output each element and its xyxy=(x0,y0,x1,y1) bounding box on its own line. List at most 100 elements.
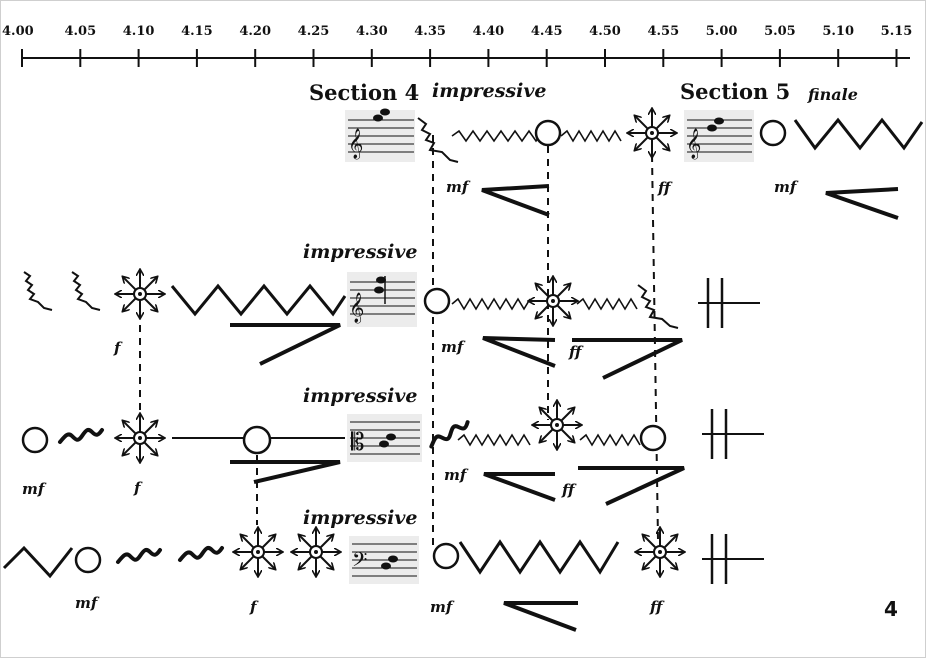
timeline-tick-label: 4.25 xyxy=(298,24,330,39)
circle-notehead-icon xyxy=(759,119,787,147)
timeline-tick-label: 4.55 xyxy=(647,24,679,39)
dynamic-ff: ff xyxy=(561,481,577,499)
burst-arrows-icon xyxy=(533,401,581,449)
zigzag-line-icon xyxy=(451,297,531,311)
svg-text:𝄞: 𝄞 xyxy=(348,128,363,160)
section-5-marking: finale xyxy=(807,85,858,104)
zigzag-line-icon xyxy=(458,539,620,575)
wavy-line-icon xyxy=(417,117,459,163)
wavy-line-icon xyxy=(425,420,474,449)
page-number: 4 xyxy=(884,597,898,621)
dynamic-mf: mf xyxy=(75,594,100,612)
circle-notehead-icon xyxy=(639,424,667,452)
svg-text:𝄞: 𝄞 xyxy=(686,128,701,160)
hairpin-icon xyxy=(482,336,556,368)
wavy-line-icon xyxy=(71,271,101,311)
hairpin-icon xyxy=(825,187,899,220)
double-barline-icon xyxy=(700,407,766,461)
circle-notehead-icon xyxy=(534,119,562,147)
timeline-tick-label: 5.05 xyxy=(764,24,796,39)
hairpin-icon xyxy=(230,323,341,366)
dynamic-mf: mf xyxy=(444,466,469,484)
timeline-tick-label: 4.50 xyxy=(589,24,621,39)
hairpin-icon xyxy=(230,460,341,484)
dynamic-mf: mf xyxy=(441,338,466,356)
timeline-ticks: 4.00 4.05 4.10 4.15 4.20 4.25 4.30 4.35 4.40 4.45… xyxy=(2,24,912,67)
row-3: impressive 𝄡 mf f mf ff xyxy=(21,385,766,506)
dynamic-mf: mf xyxy=(22,480,47,498)
timeline-tick-label: 5.00 xyxy=(706,24,738,39)
burst-arrows-icon xyxy=(628,109,676,157)
section-4-marking: impressive xyxy=(432,80,546,102)
zigzag-line-icon xyxy=(2,545,74,579)
treble-clef-icon: 𝄞 xyxy=(347,272,417,327)
timeline-tick-label: 4.20 xyxy=(239,24,271,39)
hairpin-icon xyxy=(578,466,685,506)
zigzag-line-icon xyxy=(576,297,638,311)
hairpin-icon xyxy=(481,184,550,217)
timeline-tick-label: 4.40 xyxy=(473,24,505,39)
zigzag-line-icon xyxy=(793,117,924,151)
burst-arrows-icon xyxy=(292,528,340,576)
dynamic-ff: ff xyxy=(568,343,584,361)
section-4-title: Section 4 xyxy=(309,80,419,105)
timeline-tick-label: 4.15 xyxy=(181,24,213,39)
staff-marking: impressive xyxy=(303,241,417,263)
section-5-title: Section 5 xyxy=(680,79,790,104)
timeline-tick-label: 4.30 xyxy=(356,24,388,39)
double-barline-icon xyxy=(696,276,762,330)
circle-notehead-icon xyxy=(423,287,451,315)
timeline-tick-label: 4.00 xyxy=(2,24,34,39)
circle-notehead-icon xyxy=(242,425,272,455)
timeline-tick-label: 4.05 xyxy=(64,24,96,39)
zigzag-line-icon xyxy=(451,129,544,143)
circle-notehead-icon xyxy=(74,546,102,574)
timeline: 4.00 4.05 4.10 4.15 4.20 4.25 4.30 4.35 4.40 4.45… xyxy=(2,24,912,67)
svg-text:𝄡: 𝄡 xyxy=(351,428,364,456)
row-1: 𝄞 𝄞 mf ff mf xyxy=(345,108,924,220)
dynamic-f: f xyxy=(249,598,259,616)
circle-notehead-icon xyxy=(21,426,49,454)
alto-clef-icon: 𝄡 xyxy=(347,414,422,462)
circle-notehead-icon xyxy=(432,542,460,570)
row-2: impressive 𝄞 f mf ff xyxy=(23,241,762,380)
burst-arrows-icon xyxy=(116,270,164,318)
burst-arrows-icon xyxy=(636,528,684,576)
bass-clef-icon: 𝄢 xyxy=(349,536,419,584)
dynamic-f: f xyxy=(133,479,143,497)
wavy-line-icon xyxy=(58,427,104,444)
svg-text:𝄞: 𝄞 xyxy=(349,292,364,324)
hairpin-icon xyxy=(503,601,578,632)
burst-arrows-icon xyxy=(116,414,164,462)
wavy-line-icon xyxy=(178,545,224,562)
timeline-tick-label: 5.10 xyxy=(822,24,854,39)
treble-clef-icon: 𝄞 xyxy=(345,108,415,162)
wavy-line-icon xyxy=(23,271,53,311)
sync-lines xyxy=(139,133,659,545)
treble-clef-icon: 𝄞 xyxy=(684,110,754,162)
dynamic-ff: ff xyxy=(657,179,673,197)
dynamic-mf: mf xyxy=(430,598,455,616)
dynamic-mf: mf xyxy=(446,178,471,196)
timeline-tick-label: 5.15 xyxy=(881,24,913,39)
dynamic-f: f xyxy=(113,339,123,357)
timeline-tick-label: 4.45 xyxy=(531,24,563,39)
zigzag-line-icon xyxy=(579,433,641,447)
burst-arrows-icon xyxy=(234,528,282,576)
zigzag-line-icon xyxy=(457,433,531,447)
burst-arrows-icon xyxy=(529,277,577,325)
zigzag-line-icon xyxy=(170,283,347,317)
zigzag-line-icon xyxy=(560,129,622,143)
staff-marking: impressive xyxy=(303,385,417,407)
hairpin-icon xyxy=(572,338,683,380)
dynamic-mf: mf xyxy=(774,178,799,196)
timeline-tick-label: 4.35 xyxy=(414,24,446,39)
svg-text:𝄢: 𝄢 xyxy=(352,548,367,576)
timeline-tick-label: 4.10 xyxy=(123,24,155,39)
double-barline-icon xyxy=(700,532,766,586)
staff-marking: impressive xyxy=(303,507,417,529)
dynamic-ff: ff xyxy=(649,598,665,616)
hairpin-icon xyxy=(483,472,556,502)
row-4: impressive 𝄢 mf f mf ff xyxy=(2,507,766,632)
